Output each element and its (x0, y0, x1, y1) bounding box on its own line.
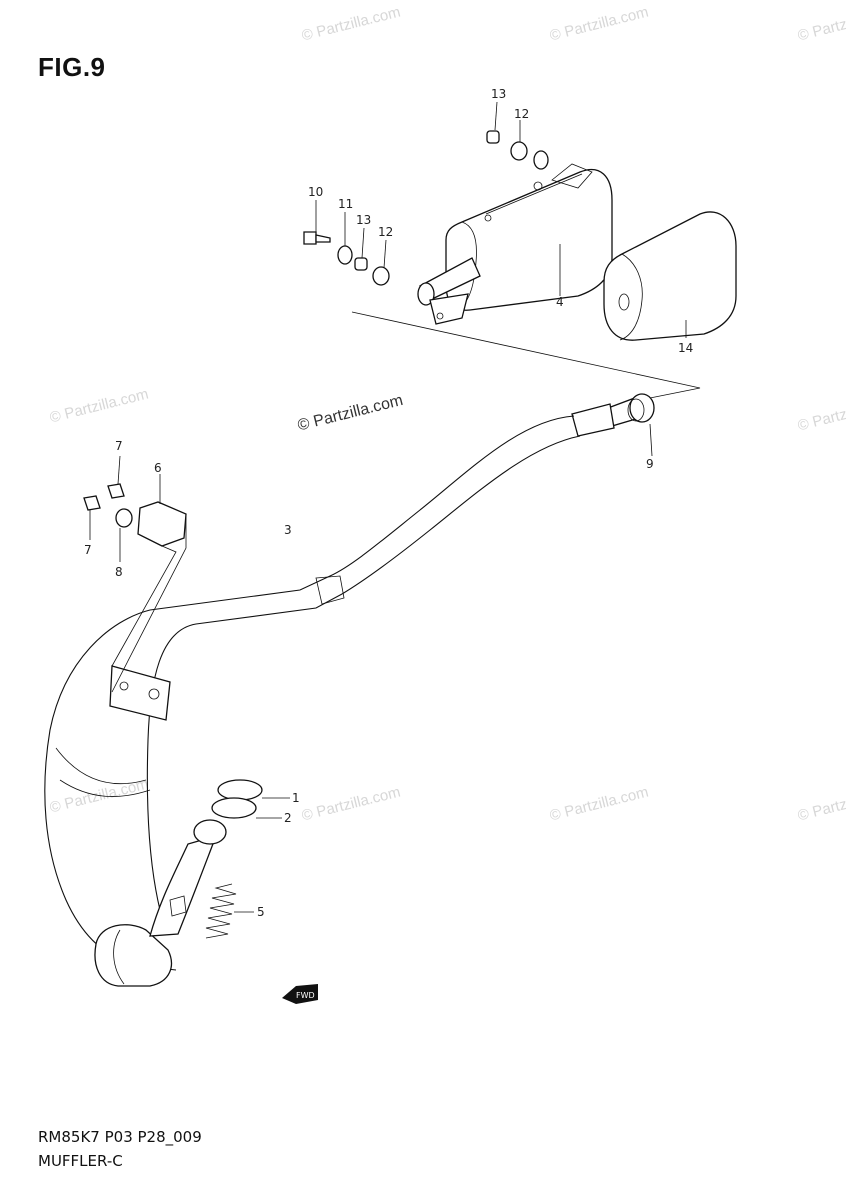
callout-leaders (89, 101, 687, 913)
silencer-body (417, 163, 613, 325)
callout-12: 12 (378, 225, 393, 239)
figure-title: FIG.9 (38, 52, 106, 82)
callout-7: 7 (84, 543, 92, 557)
callout-13: 13 (356, 213, 371, 227)
pipe-bracket (83, 483, 187, 693)
callout-4: 4 (556, 295, 564, 309)
exhaust-pipe (44, 393, 655, 987)
gaskets-and-spring (205, 779, 263, 939)
callout-14: 14 (678, 341, 693, 355)
fwd-arrow-icon: FWD (282, 984, 318, 1004)
callout-5: 5 (257, 905, 265, 919)
callout-3: 3 (284, 523, 292, 537)
fwd-label: FWD (296, 991, 315, 1000)
callout-labels: 13 12 10 11 13 12 4 14 9 7 6 3 7 8 1 2 5 (84, 87, 693, 919)
callout-11: 11 (338, 197, 353, 211)
callout-10: 10 (308, 185, 323, 199)
callout-9: 9 (646, 457, 654, 471)
callout-12: 12 (514, 107, 529, 121)
callout-1: 1 (292, 791, 300, 805)
callout-2: 2 (284, 811, 292, 825)
silencer-hardware (303, 130, 549, 286)
callout-7: 7 (115, 439, 123, 453)
assembly-guide-lines (351, 311, 701, 401)
callout-8: 8 (115, 565, 123, 579)
callout-13: 13 (491, 87, 506, 101)
silencer-packing (603, 211, 737, 341)
figure-code: RM85K7 P03 P28_009 (38, 1128, 202, 1146)
figure-name: MUFFLER-C (38, 1152, 123, 1170)
callout-6: 6 (154, 461, 162, 475)
